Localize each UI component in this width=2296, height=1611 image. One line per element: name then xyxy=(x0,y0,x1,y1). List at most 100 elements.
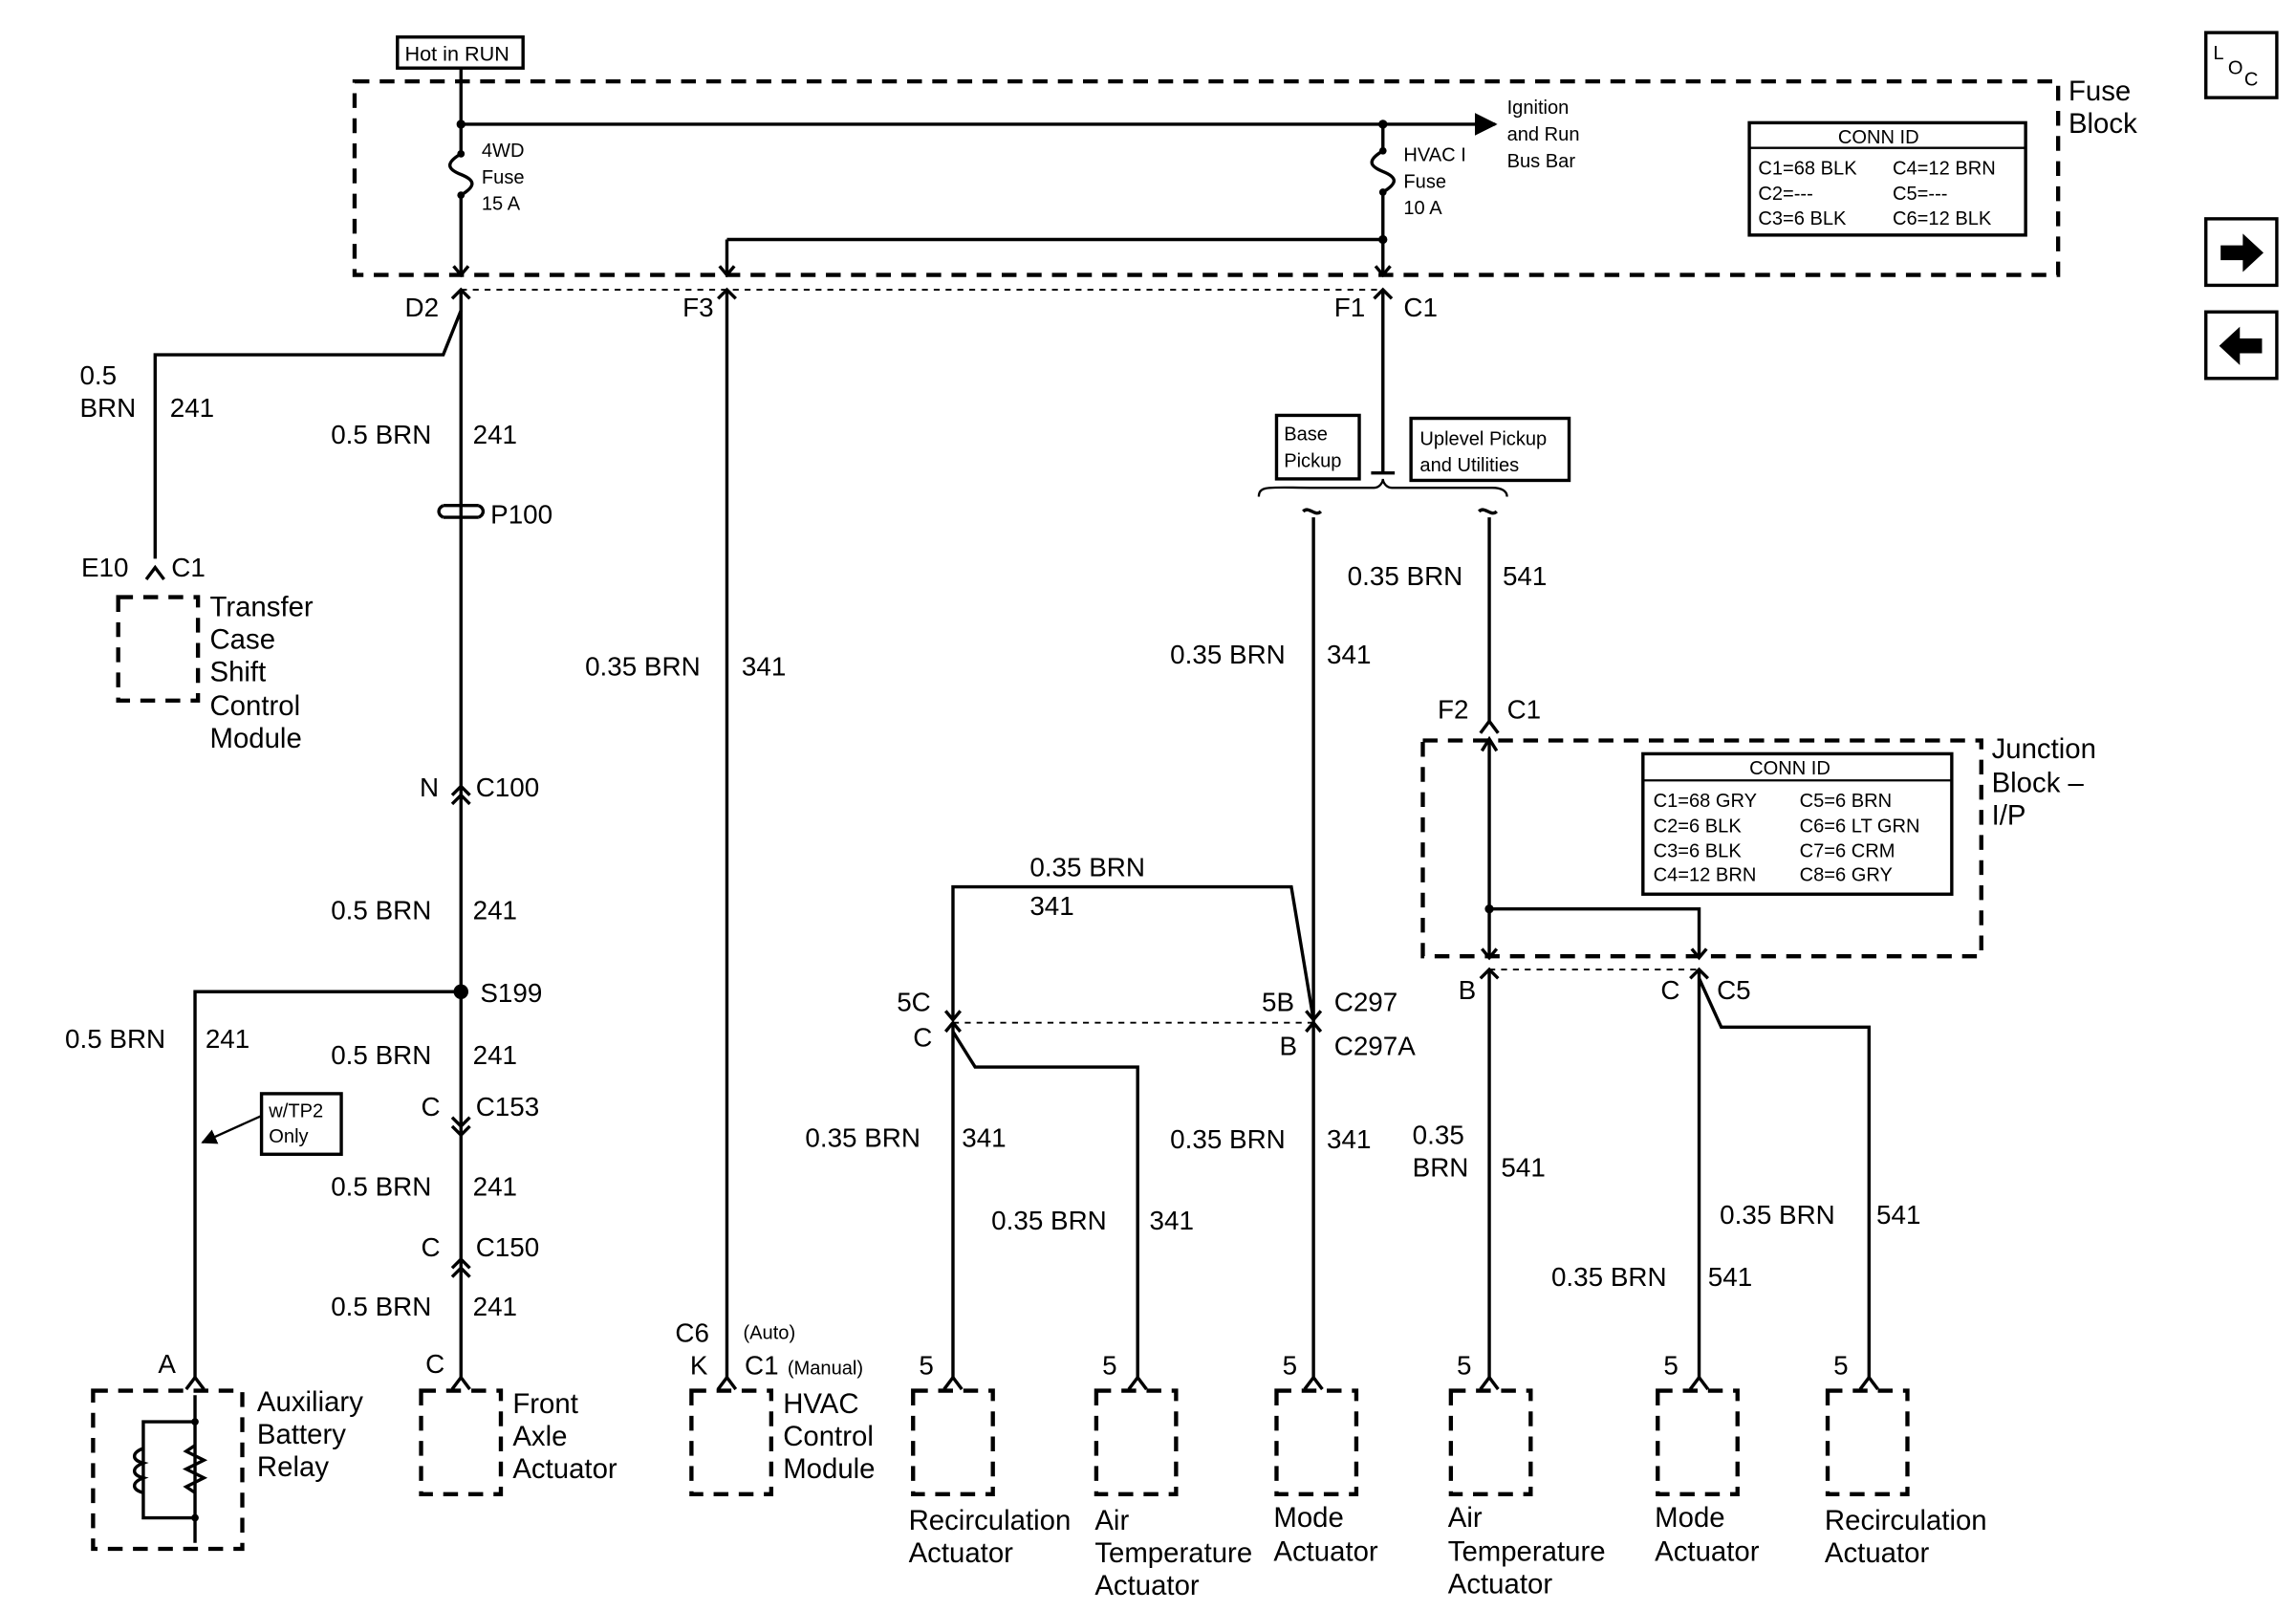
svg-text:and Utilities: and Utilities xyxy=(1419,455,1519,476)
svg-text:C7=6 CRM: C7=6 CRM xyxy=(1800,841,1895,862)
svg-text:Actuator: Actuator xyxy=(512,1453,617,1485)
svg-text:Actuator: Actuator xyxy=(1655,1535,1760,1567)
svg-text:241: 241 xyxy=(473,1292,517,1321)
ignition-bus-label-3: Bus Bar xyxy=(1507,151,1576,172)
svg-text:E10: E10 xyxy=(81,553,129,582)
svg-text:C4=12 BRN: C4=12 BRN xyxy=(1893,158,1996,179)
junction-block-outline xyxy=(1420,738,1983,959)
svg-text:541: 541 xyxy=(1876,1200,1920,1230)
svg-text:5: 5 xyxy=(1102,1351,1116,1381)
svg-text:C: C xyxy=(913,1022,932,1052)
svg-text:0.35 BRN: 0.35 BRN xyxy=(1551,1262,1667,1292)
arrow-right-icon[interactable] xyxy=(2204,217,2279,288)
base-pickup-note xyxy=(1274,413,1361,481)
wtp2-note-box xyxy=(259,1092,343,1156)
fuse-4wd-label-1: 4WD xyxy=(482,141,525,162)
svg-text:Battery: Battery xyxy=(257,1419,346,1450)
svg-text:Actuator: Actuator xyxy=(909,1537,1014,1569)
svg-text:C5: C5 xyxy=(1717,975,1751,1005)
air-temperature-actuator-2: 5 Air Temperature Actuator xyxy=(1448,1351,1606,1600)
svg-text:Axle: Axle xyxy=(512,1421,567,1452)
fuse-hvac-label-3: 10 A xyxy=(1403,198,1442,219)
svg-text:F2: F2 xyxy=(1438,694,1468,724)
fuse-hvac xyxy=(718,120,1396,278)
fuse-hvac-label-2: Fuse xyxy=(1403,171,1446,192)
svg-text:Relay: Relay xyxy=(257,1451,329,1483)
svg-text:Temperature: Temperature xyxy=(1094,1537,1252,1569)
svg-text:Mode: Mode xyxy=(1273,1502,1343,1534)
recirculation-actuator-1: 5 Recirculation Actuator xyxy=(909,1351,1072,1569)
svg-text:C5=6 BRN: C5=6 BRN xyxy=(1800,791,1893,812)
fuse-4wd xyxy=(448,123,474,278)
svg-text:CONN ID: CONN ID xyxy=(1749,758,1830,779)
aux-battery-relay-box xyxy=(91,1388,245,1552)
svg-text:0.35 BRN: 0.35 BRN xyxy=(1170,640,1286,669)
svg-text:5B: 5B xyxy=(1262,987,1294,1016)
svg-text:0.35 BRN: 0.35 BRN xyxy=(1029,853,1145,882)
svg-text:C3=6 BLK: C3=6 BLK xyxy=(1654,841,1743,862)
svg-text:C2=---: C2=--- xyxy=(1758,184,1812,205)
svg-text:Only: Only xyxy=(269,1126,308,1147)
svg-text:0.5: 0.5 xyxy=(79,360,117,390)
svg-text:Actuator: Actuator xyxy=(1448,1568,1553,1600)
svg-text:0.35 BRN: 0.35 BRN xyxy=(1348,561,1463,591)
hot-in-run-box xyxy=(396,35,525,70)
svg-text:0.5 BRN: 0.5 BRN xyxy=(331,896,431,925)
svg-text:241: 241 xyxy=(473,1172,517,1202)
transfer-case-module-box xyxy=(116,595,201,703)
svg-text:C1: C1 xyxy=(1507,694,1542,724)
relay-coil-icon xyxy=(133,1395,208,1543)
svg-text:C100: C100 xyxy=(476,773,539,802)
svg-text:C1: C1 xyxy=(745,1351,779,1381)
svg-text:Shift: Shift xyxy=(209,657,266,688)
svg-text:Actuator: Actuator xyxy=(1825,1537,1930,1569)
svg-text:C297: C297 xyxy=(1334,987,1397,1016)
svg-text:Recirculation: Recirculation xyxy=(909,1505,1072,1536)
svg-text:A: A xyxy=(158,1349,176,1379)
svg-text:C153: C153 xyxy=(476,1092,539,1121)
svg-text:C: C xyxy=(1660,975,1679,1005)
svg-text:BRN: BRN xyxy=(1413,1152,1469,1182)
ignition-bus-label-1: Ignition xyxy=(1507,98,1570,119)
p100-passthrough xyxy=(437,504,486,519)
front-axle-actuator-box xyxy=(419,1388,504,1496)
fuse-block-label-1: Fuse xyxy=(2069,76,2131,107)
svg-text:Module: Module xyxy=(783,1453,875,1485)
svg-text:341: 341 xyxy=(1029,891,1073,921)
svg-text:0.5 BRN: 0.5 BRN xyxy=(331,1292,431,1321)
svg-text:Temperature: Temperature xyxy=(1448,1535,1606,1567)
conn-id-table-junction-block: CONN ID C1=68 GRY C2=6 BLK C3=6 BLK C4=1… xyxy=(1641,751,1954,896)
svg-text:Case: Case xyxy=(209,624,275,656)
svg-text:0.5 BRN: 0.5 BRN xyxy=(331,1172,431,1202)
svg-text:Pickup: Pickup xyxy=(1284,451,1341,472)
svg-text:541: 541 xyxy=(1503,561,1547,591)
fuse-block-label-2: Block xyxy=(2069,108,2137,140)
svg-text:241: 241 xyxy=(206,1024,249,1054)
ignition-bus-label-2: and Run xyxy=(1507,124,1580,145)
svg-text:5: 5 xyxy=(919,1351,933,1381)
svg-text:Control: Control xyxy=(783,1421,874,1452)
hvac-control-module-box xyxy=(689,1388,774,1496)
mode-actuator-2: 5 Mode Actuator xyxy=(1655,1351,1760,1568)
svg-text:C6: C6 xyxy=(675,1318,709,1348)
svg-text:0.35 BRN: 0.35 BRN xyxy=(1170,1124,1286,1154)
hot-in-run-label: Hot in RUN xyxy=(405,41,509,65)
svg-text:C: C xyxy=(425,1349,444,1379)
conn-id-table-fuse-block: CONN ID C1=68 BLK C2=--- C3=6 BLK C4=12 … xyxy=(1747,120,2027,237)
svg-text:341: 341 xyxy=(1150,1206,1194,1235)
svg-text:C4=12 BRN: C4=12 BRN xyxy=(1654,864,1757,885)
svg-text:K: K xyxy=(690,1351,708,1381)
uplevel-pickup-note xyxy=(1409,416,1571,483)
fuse-4wd-label-3: 15 A xyxy=(482,194,521,215)
svg-text:0.35 BRN: 0.35 BRN xyxy=(805,1123,921,1153)
svg-text:241: 241 xyxy=(473,420,517,449)
loc-icon[interactable]: L O C xyxy=(2204,31,2279,99)
svg-text:0.5 BRN: 0.5 BRN xyxy=(65,1024,165,1054)
svg-text:C1=68 BLK: C1=68 BLK xyxy=(1758,158,1857,179)
svg-text:w/TP2: w/TP2 xyxy=(268,1101,323,1122)
arrow-left-icon[interactable] xyxy=(2204,310,2279,381)
svg-text:5: 5 xyxy=(1663,1351,1678,1381)
svg-text:C5=---: C5=--- xyxy=(1893,184,1947,205)
svg-text:341: 341 xyxy=(742,651,786,681)
